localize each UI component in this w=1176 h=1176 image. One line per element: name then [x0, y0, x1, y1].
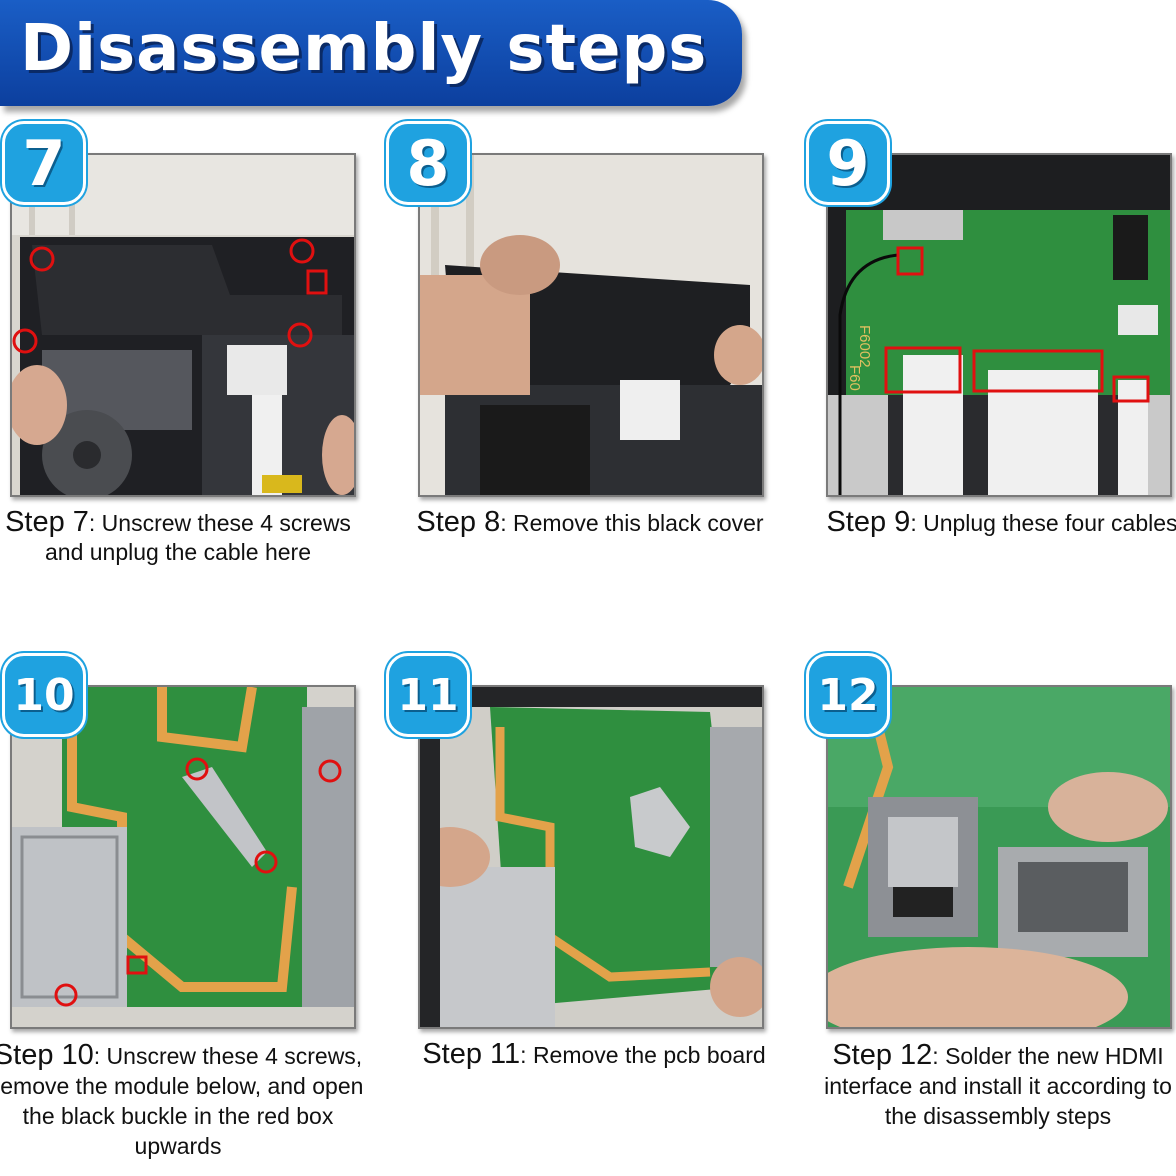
step-11-panel: 11 — [386, 653, 764, 1029]
step-7-caption: Step 7: Unscrew these 4 screws and unplu… — [0, 508, 368, 567]
step-12-label: Step 12 — [832, 1039, 933, 1071]
step-9-caption: Step 9: Unplug these four cables — [812, 508, 1176, 538]
silkscreen-a: F6002 — [856, 325, 873, 368]
step-7-panel: 7 — [2, 121, 356, 497]
step-7-label: Step 7 — [5, 506, 89, 538]
step-12-badge: 12 — [806, 653, 890, 737]
step-10-label: Step 10 — [0, 1039, 94, 1071]
step-8-caption: Step 8: Remove this black cover — [400, 508, 780, 538]
step-11-caption: Step 11: Remove the pcb board — [404, 1040, 784, 1070]
step-10-text: : Unscrew these 4 screws, remove the mod… — [0, 1043, 364, 1159]
step-8-photo — [418, 153, 764, 497]
step-8-panel: 8 — [386, 121, 764, 497]
silkscreen-b: F60 — [846, 365, 863, 391]
step-9-panel: F6002 F60 9 — [806, 121, 1172, 497]
step-12-photo — [826, 685, 1172, 1029]
header-banner: Disassembly steps — [0, 0, 742, 106]
step-11-label: Step 11 — [422, 1038, 521, 1070]
step-11-text: : Remove the pcb board — [520, 1042, 766, 1068]
step-9-badge: 9 — [806, 121, 890, 205]
step-8-badge: 8 — [386, 121, 470, 205]
step-10-panel: 10 — [2, 653, 356, 1029]
step-10-caption: Step 10: Unscrew these 4 screws, remove … — [0, 1040, 368, 1161]
page-title: Disassembly steps — [20, 12, 708, 86]
step-7-text: : Unscrew these 4 screws and unplug the … — [45, 510, 351, 565]
step-10-badge: 10 — [2, 653, 86, 737]
step-8-text: : Remove this black cover — [500, 510, 764, 536]
step-11-photo — [418, 685, 764, 1029]
step-12-caption: Step 12: Solder the new HDMI interface a… — [808, 1040, 1176, 1131]
step-12-panel: 12 — [806, 653, 1172, 1029]
step-11-badge: 11 — [386, 653, 470, 737]
step-9-label: Step 9 — [826, 506, 911, 538]
step-9-photo: F6002 F60 — [826, 153, 1172, 497]
step-8-label: Step 8 — [416, 506, 501, 538]
step-10-photo — [10, 685, 356, 1029]
step-7-badge: 7 — [2, 121, 86, 205]
step-7-photo — [10, 153, 356, 497]
step-9-text: : Unplug these four cables — [910, 510, 1176, 536]
step-12-text: : Solder the new HDMI interface and inst… — [824, 1043, 1172, 1129]
